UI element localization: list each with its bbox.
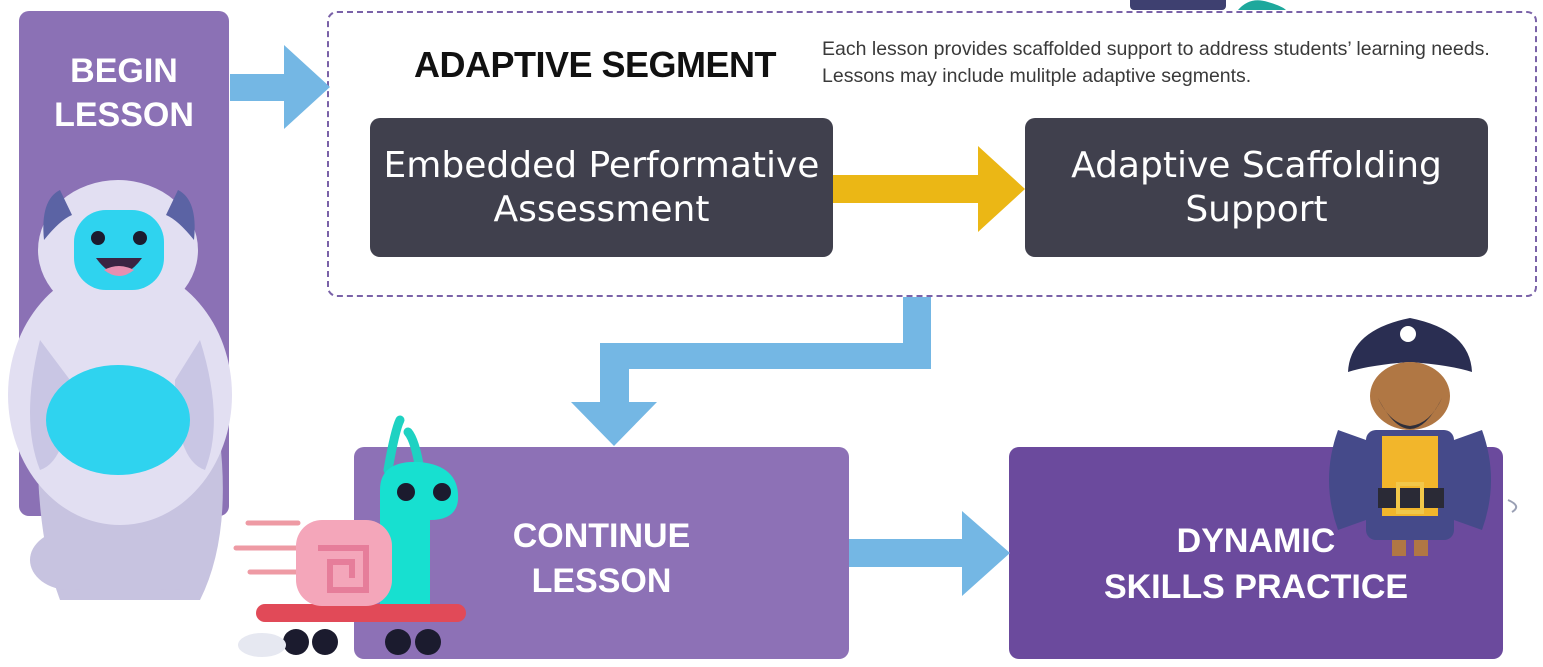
arrow-begin-to-segment — [230, 45, 330, 129]
adaptive-scaffolding-label: Adaptive Scaffolding Support — [1071, 144, 1442, 230]
adaptive-segment-description: Each lesson provides scaffolded support … — [822, 38, 1490, 87]
embedded-assessment-label: Embedded Performative Assessment — [383, 144, 820, 230]
continue-lesson-label: CONTINUE LESSON — [512, 517, 691, 600]
embedded-assessment-box: Embedded Performative Assessment — [370, 118, 833, 257]
adaptive-scaffolding-box: Adaptive Scaffolding Support — [1025, 118, 1488, 257]
arrow-continue-to-dynamic — [849, 511, 1010, 596]
partial-character-icon — [1130, 0, 1286, 10]
arrow-segment-to-continue — [571, 297, 931, 446]
arrow-assessment-to-scaffolding — [833, 146, 1025, 232]
yeti-icon — [8, 180, 232, 600]
adaptive-segment-title: ADAPTIVE SEGMENT — [414, 44, 777, 85]
pirate-icon — [1329, 318, 1518, 556]
dynamic-skills-label: DYNAMIC SKILLS PRACTICE — [1103, 522, 1409, 606]
begin-lesson-label: BEGIN LESSON — [54, 52, 194, 134]
snail-icon — [233, 415, 466, 657]
